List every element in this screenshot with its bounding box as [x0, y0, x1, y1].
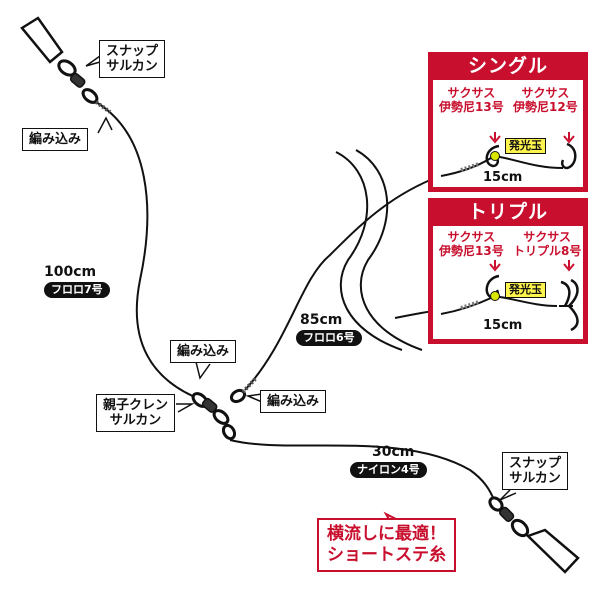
top-amikomi-label: 編み込み: [22, 128, 89, 151]
lower-line: [229, 439, 495, 501]
triple-panel: トリプル サクサス伊勢尼13号 サクサストリプル8号 発光玉 15cm: [428, 198, 588, 344]
bottom-snap-swivel-icon: [488, 496, 580, 574]
top-snap-label: スナップサルカン: [99, 40, 166, 78]
center-swivel-icon: [191, 388, 247, 441]
branch-length: 85cm: [300, 312, 343, 328]
single-hook1-label: サクサス伊勢尼13号: [439, 86, 504, 114]
single-panel: シングル サクサス伊勢尼13号 サクサス伊勢尼12号 発光玉 15cm: [428, 52, 588, 192]
main-line: [95, 101, 203, 401]
swivel-label: 親子クレンサルカン: [96, 394, 176, 432]
mid-amikomi-label: 編み込み: [170, 340, 237, 363]
single-hook2-label: サクサス伊勢尼12号: [513, 86, 578, 114]
feature-callout: 横流しに最適！ショートステ糸: [317, 518, 456, 572]
triple-hook2-label: サクサストリプル8号: [513, 230, 582, 258]
single-rig-drawing: [440, 132, 577, 177]
main-line-spec: フロロ7号: [44, 282, 110, 298]
triple-rig-drawing: [440, 260, 579, 332]
triple-length: 15cm: [483, 318, 523, 333]
single-bead-label: 発光玉: [505, 138, 546, 154]
lower-spec: ナイロン4号: [350, 462, 427, 478]
branch-spec: フロロ6号: [296, 330, 362, 346]
single-title: シングル: [467, 55, 548, 77]
top-snap-swivel-icon: [20, 16, 99, 104]
right-amikomi-label: 編み込み: [260, 390, 327, 413]
lower-length: 30cm: [372, 444, 415, 460]
branch-line: [244, 175, 441, 391]
triple-title: トリプル: [467, 201, 548, 223]
main-line-length: 100cm: [44, 264, 97, 280]
bottom-snap-label: スナップサルカン: [502, 452, 569, 490]
triple-bead-label: 発光玉: [505, 282, 546, 298]
triple-hook1-label: サクサス伊勢尼13号: [439, 230, 504, 258]
single-length: 15cm: [483, 170, 523, 185]
